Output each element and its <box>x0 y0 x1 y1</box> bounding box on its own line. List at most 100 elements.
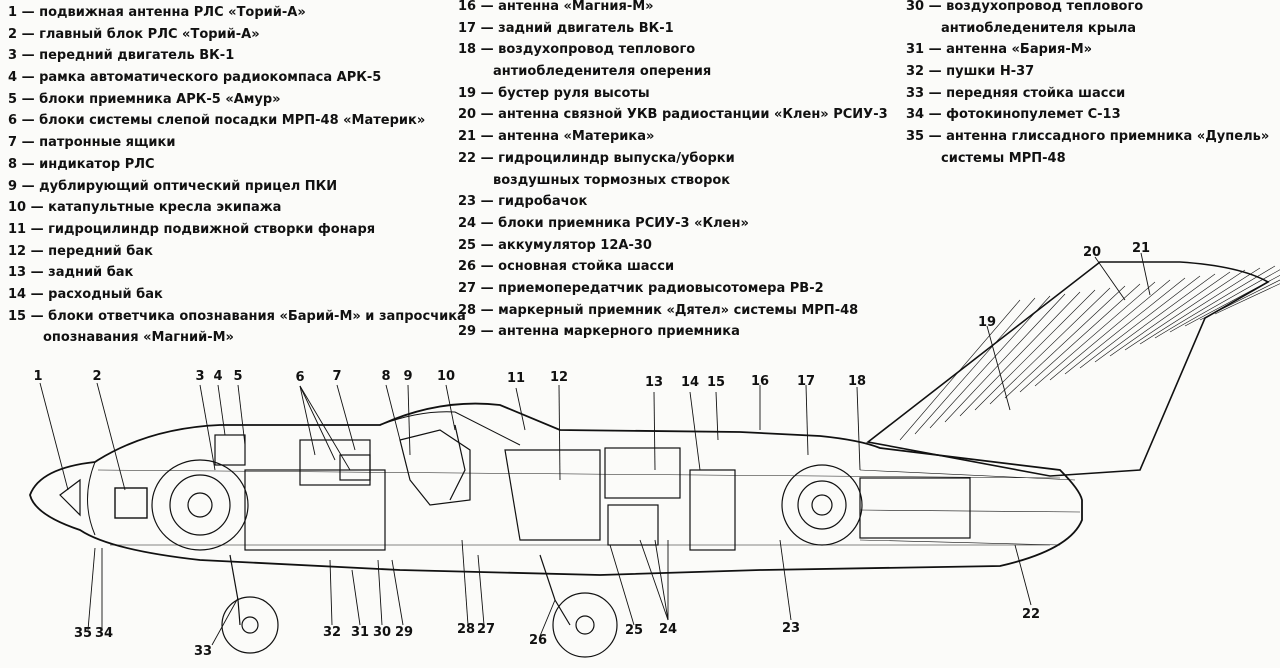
tail-fin <box>866 261 1280 477</box>
legend-item-28: 28 — маркерный приемник «Дятел» системы … <box>458 302 859 318</box>
legend-item-15: 15 — блоки ответчика опознавания «Барий-… <box>8 308 466 324</box>
legend-item-25: 25 — аккумулятор 12А-30 <box>458 237 652 253</box>
fin-hatch-line <box>1094 273 1216 363</box>
fin-hatch-line <box>1139 267 1261 345</box>
fin-hatch-line <box>1109 271 1231 357</box>
legend-item-16: 16 — антенна «Магния-М» <box>458 0 654 14</box>
callout-33: 33 <box>194 644 212 659</box>
legend-column-2: 16 — антенна «Магния-М» 17 — задний двиг… <box>458 0 888 343</box>
legend-item-10: 10 — катапультные кресла экипажа <box>8 200 282 216</box>
legend-item-33: 33 — передняя стойка шасси <box>906 85 1126 101</box>
fin-hatch-line <box>914 297 1036 435</box>
legend-item-7: 7 — патронные ящики <box>8 135 176 151</box>
callout-31: 31 <box>351 625 369 640</box>
fin-hatch-line <box>899 299 1021 441</box>
legend-item-32: 32 — пушки Н-37 <box>906 64 1035 80</box>
fin-hatch-line <box>944 293 1066 423</box>
legend-item-13: 13 — задний бак <box>8 265 134 281</box>
legend-item-8: 8 — индикатор РЛС <box>8 156 155 172</box>
legend-item-31: 31 — антенна «Бария-М» <box>906 42 1093 58</box>
callout-7: 7 <box>332 369 341 384</box>
legend-item-34: 34 — фотокинопулемет С-13 <box>906 107 1121 123</box>
legend-item-5: 5 — блоки приемника АРК-5 «Амур» <box>8 91 281 107</box>
callout-15: 15 <box>707 375 725 390</box>
legend-item-24: 24 — блоки приемника РСИУ-3 «Клен» <box>458 215 749 231</box>
legend-item-11: 11 — гидроцилиндр подвижной створки фона… <box>8 221 376 237</box>
callout-29: 29 <box>395 625 413 640</box>
callout-2: 2 <box>92 369 101 384</box>
equipment-boxes <box>214 434 371 486</box>
legend-item-30: 30 — воздухопровод теплового <box>906 0 1144 14</box>
legend-item-18: 18 — воздухопровод теплового <box>458 42 696 58</box>
fin-hatch-line <box>1049 279 1171 381</box>
callout-17: 17 <box>797 374 815 389</box>
legend-item-35-cont: системы МРП-48 <box>941 150 1066 166</box>
fuselage <box>29 402 1083 576</box>
legend-item-22: 22 — гидроцилиндр выпуска/уборки <box>458 150 735 166</box>
legend-item-30-cont: антиобледенителя крыла <box>941 20 1137 36</box>
callout-10: 10 <box>437 369 455 384</box>
fin-hatch-line <box>1019 283 1141 393</box>
legend-item-14: 14 — расходный бак <box>8 286 163 302</box>
legend-item-27: 27 — приемопередатчик радиовысотомера РВ… <box>458 280 824 296</box>
legend-item-18-cont: антиобледенителя оперения <box>493 64 712 80</box>
callout-3: 3 <box>195 369 204 384</box>
callout-26: 26 <box>529 633 547 648</box>
callout-34: 34 <box>95 626 113 641</box>
fin-hatch-line <box>1214 283 1280 315</box>
fin-hatch-line <box>1064 277 1186 375</box>
legend-item-15-cont: опознавания «Магний-М» <box>43 330 234 346</box>
legend-item-19: 19 — бустер руля высоты <box>458 85 650 101</box>
fin-hatch-line <box>1169 269 1280 333</box>
callout-12: 12 <box>550 370 568 385</box>
legend-column-1: 1 — подвижная антенна РЛС «Торий-А» 2 — … <box>8 2 466 349</box>
legend-item-20: 20 — антенна связной УКВ радиостанции «К… <box>458 107 888 123</box>
legend-item-21: 21 — антенна «Материка» <box>458 129 655 145</box>
callout-32: 32 <box>323 625 341 640</box>
fin-hatch-line <box>1124 269 1246 351</box>
fin-hatch-line <box>989 287 1111 405</box>
callout-27: 27 <box>477 622 495 637</box>
legend-item-1: 1 — подвижная антенна РЛС «Торий-А» <box>8 5 306 20</box>
callout-14: 14 <box>681 375 699 390</box>
callout-19: 19 <box>978 315 996 330</box>
legend-item-17: 17 — задний двигатель ВК-1 <box>458 20 674 36</box>
radar-block <box>59 478 148 519</box>
fin-hatch-line <box>959 291 1081 417</box>
legend-item-2: 2 — главный блок РЛС «Торий-А» <box>8 26 260 42</box>
callout-16: 16 <box>751 374 769 389</box>
nose-landing-gear <box>221 554 279 654</box>
fin-hatch-line <box>1184 274 1280 327</box>
callout-22: 22 <box>1022 607 1040 622</box>
callout-5: 5 <box>233 369 242 384</box>
callout-24: 24 <box>659 622 677 637</box>
legend-item-9: 9 — дублирующий оптический прицел ПКИ <box>8 178 338 194</box>
fin-hatch-line <box>1034 281 1156 387</box>
main-landing-gear <box>539 554 618 658</box>
callout-1: 1 <box>33 369 42 384</box>
fuel-tanks <box>504 447 736 551</box>
legend-item-35: 35 — антенна глиссадного приемника «Дупе… <box>906 129 1270 145</box>
callout-13: 13 <box>645 375 663 390</box>
legend-item-26: 26 — основная стойка шасси <box>458 259 675 275</box>
callout-9: 9 <box>403 369 412 384</box>
legend-item-29: 29 — антенна маркерного приемника <box>458 324 740 340</box>
callout-25: 25 <box>625 623 643 638</box>
callout-21: 21 <box>1132 241 1150 256</box>
callout-20: 20 <box>1083 245 1101 260</box>
callout-35: 35 <box>74 626 92 641</box>
fin-hatch-line <box>1004 285 1126 399</box>
legend-item-22-cont: воздушных тормозных створок <box>493 172 731 188</box>
fin-hatch-line <box>974 289 1096 411</box>
callout-8: 8 <box>381 369 390 384</box>
fin-hatch-line <box>1199 279 1280 321</box>
fin-hatch-line <box>929 295 1051 429</box>
legend-item-3: 3 — передний двигатель ВК-1 <box>8 48 235 64</box>
fin-hatch-line <box>1079 275 1201 369</box>
callout-28: 28 <box>457 622 475 637</box>
callout-numbers: 1 2 3 4 5 6 7 8 9 10 11 12 13 14 15 16 1… <box>33 241 1150 659</box>
callout-11: 11 <box>507 371 525 386</box>
callout-18: 18 <box>848 374 866 389</box>
cockpit <box>399 424 471 506</box>
